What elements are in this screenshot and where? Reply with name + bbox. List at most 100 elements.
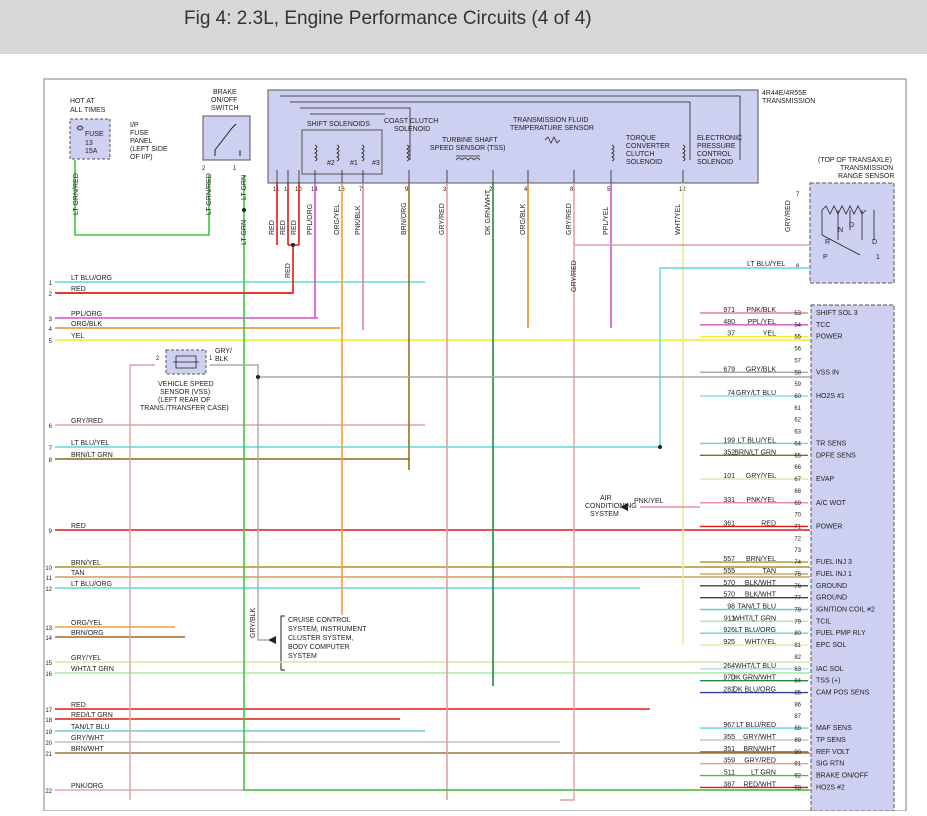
transmission-wire-label: PPL/ORG — [307, 204, 314, 235]
torque-converter-label-3: CLUTCH — [626, 151, 654, 158]
pcm-pin-number: 81 — [794, 643, 801, 649]
pcm-pin-function: TR SENS — [816, 440, 847, 447]
turbine-label-1: TURBINE SHAFT — [442, 137, 498, 144]
pcm-pin-function: FUEL PMP RLY — [816, 630, 866, 637]
pcm-pin-number: 74 — [794, 560, 801, 566]
pcm-wire-color: PPL/YEL — [748, 319, 777, 326]
pcm-pin-function: FUEL INJ 3 — [816, 559, 852, 566]
vss-label-4: TRANS./TRANSFER CASE) — [140, 405, 229, 412]
cruise-label-3: CLUSTER SYSTEM, — [288, 635, 353, 642]
pcm-pin-function: SHIFT SOL 3 — [816, 310, 858, 317]
pcm-pin-function: REF VOLT — [816, 749, 850, 756]
left-wire-label: ORG/YEL — [71, 620, 102, 627]
transmission-model: 4R44E/4R55E — [762, 90, 807, 97]
pcm-pin-number: 58 — [794, 370, 801, 376]
pcm-wire-color: RED/WHT — [743, 781, 776, 788]
transmission-wire-label: RED — [280, 220, 287, 235]
pcm-pin-number: 57 — [794, 358, 801, 364]
pcm-pin-function: POWER — [816, 523, 842, 530]
pcm-pin-number: 59 — [794, 382, 801, 388]
pcm-wire-color: BRN/WHT — [743, 746, 776, 753]
brake-output-wire-label-2: LT GRN — [241, 220, 248, 245]
red-junction-wire — [55, 244, 299, 294]
tss-coil-icon — [455, 155, 481, 161]
cruise-arrow-icon — [268, 636, 276, 644]
pcm-pin-number: 63 — [794, 430, 801, 436]
pcm-pin-number: 82 — [794, 655, 801, 661]
transmission-pin-number: 2 — [489, 187, 493, 193]
solenoid-2-label: #2 — [327, 160, 335, 167]
pcm-pin-number: 92 — [794, 774, 801, 780]
pcm-circuit-number: 679 — [723, 366, 735, 373]
pcm-circuit-number: 511 — [724, 770, 735, 777]
range-sensor-label-1: (TOP OF TRANSAXLE) — [818, 157, 892, 164]
wire-junction-dot — [242, 208, 246, 212]
ac-label-1: AIR — [600, 495, 612, 502]
left-wire-number: 17 — [45, 708, 52, 714]
transmission-bus-lines — [280, 95, 741, 160]
pcm-pin-function: TP SENS — [816, 737, 846, 744]
fuse-panel-label-3: PANEL — [130, 138, 153, 145]
fuse-wire-label: LT GRN/RED — [73, 173, 80, 215]
pcm-pin-number: 65 — [794, 453, 801, 459]
pcm-pin-function: HO2S #2 — [816, 784, 845, 791]
pcm-wire-color: BLK/WHT — [745, 592, 777, 599]
left-wire-number: 12 — [45, 587, 52, 593]
left-wire-label: LT BLU/YEL — [71, 440, 109, 447]
wire-junction-dot — [658, 445, 662, 449]
pcm-wire-color: YEL — [763, 331, 776, 338]
cruise-label-2: SYSTEM, INSTRUMENT — [288, 626, 367, 633]
pcm-pin-number: 86 — [794, 702, 801, 708]
range-letter-p: P — [823, 254, 828, 261]
temp-sensor-icon — [544, 136, 561, 144]
brake-switch-label-3: SWITCH — [211, 105, 239, 112]
left-wire-label: LT BLU/ORG — [71, 275, 112, 282]
pcm-circuit-number: 37 — [727, 331, 735, 338]
brake-switch-label-2: ON/OFF — [211, 97, 237, 104]
left-wire-number: 21 — [45, 752, 52, 758]
vss-wire-label-2: BLK — [215, 356, 229, 363]
transmission-wire-label: GRY/RED — [566, 203, 573, 235]
pcm-wire-color: BLK/WHT — [745, 580, 777, 587]
pcm-pin-function: VSS IN — [816, 369, 839, 376]
pcm-wire-color: PNK/YEL — [746, 497, 776, 504]
pcm-wire-color: LT GRN — [751, 770, 776, 777]
pcm-pin-number: 77 — [794, 596, 801, 602]
vss-coil-icon — [173, 355, 199, 369]
pcm-circuit-number: 925 — [723, 639, 735, 646]
pcm-pin-number: 84 — [794, 679, 801, 685]
pcm-circuit-number: 355 — [723, 734, 735, 741]
ac-wire-label: PNK/YEL — [634, 498, 664, 505]
pcm-pin-number: 93 — [794, 785, 801, 791]
pcm-wire-color: DK GRN/WHT — [731, 675, 777, 682]
transmission-wire-label: RED — [269, 220, 276, 235]
pcm-circuit-number: 74 — [727, 390, 735, 397]
pcm-wire-color: TAN/LT BLU — [737, 604, 776, 611]
transmission-wire-label: DK GRN/WHT — [485, 189, 492, 235]
pcm-pin-number: 53 — [794, 311, 801, 317]
brake-input-wire-label: LT GRN/RED — [206, 173, 213, 215]
left-wire-label: RED/LT GRN — [71, 712, 113, 719]
pcm-circuit-number: 282 — [723, 687, 735, 694]
transmission-pin-number: 3 — [443, 187, 447, 193]
pcm-pin-number: 56 — [794, 347, 801, 353]
pcm-wire-color: GRY/LT BLU — [736, 390, 776, 397]
fuse-element-icon — [76, 125, 84, 131]
left-wire-number: 20 — [45, 741, 52, 747]
pcm-wire-color: LT BLU/RED — [736, 722, 776, 729]
vss-pin-1: 1 — [209, 356, 213, 362]
pcm-wire-color: WHT/LT GRN — [733, 615, 776, 622]
pcm-pin-number: 68 — [794, 489, 801, 495]
fuse-feed-wire — [74, 160, 210, 236]
transmission-block — [267, 89, 759, 184]
pcm-circuit-number: 387 — [723, 781, 735, 788]
transmission-wire-label: ORG/BLK — [520, 204, 527, 235]
left-wire-label: GRY/RED — [71, 418, 103, 425]
transmission-wire-label: BRN/ORG — [401, 202, 408, 235]
pcm-circuit-number: 361 — [723, 520, 735, 527]
left-wire-number: 10 — [45, 566, 52, 572]
left-wire-number: 5 — [49, 339, 53, 345]
epc-label-3: CONTROL — [697, 151, 731, 158]
left-wire-number: 7 — [49, 446, 53, 452]
